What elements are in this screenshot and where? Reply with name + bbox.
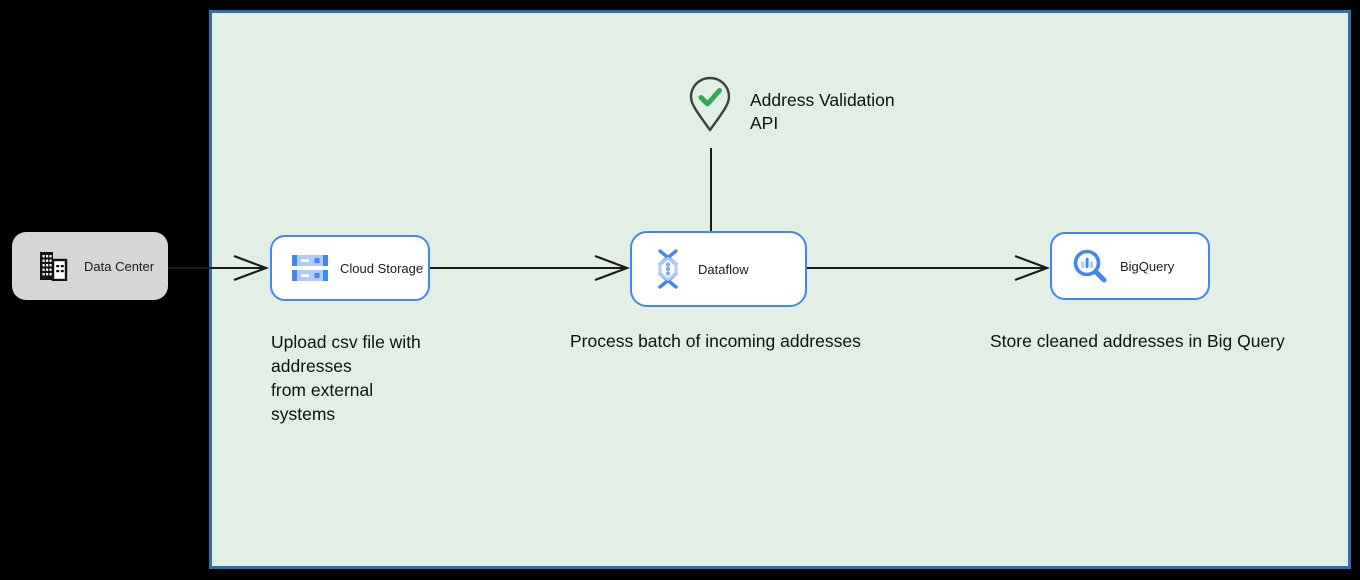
caption-dataflow: Process batch of incoming addresses: [570, 331, 861, 351]
node-dataflow[interactable]: Dataflow: [630, 231, 807, 307]
node-label-cloud-storage: Cloud Storage: [340, 260, 424, 276]
building-icon: [40, 252, 68, 281]
caption-cloud-storage: Upload csv file with addresses from exte…: [271, 332, 421, 424]
node-data-center[interactable]: Data Center: [12, 232, 168, 300]
api-marker-label: Address Validation API: [750, 90, 895, 133]
node-label-data-center: Data Center: [84, 258, 155, 274]
cloud-storage-icon: [292, 255, 328, 281]
caption-bigquery: Store cleaned addresses in Big Query: [990, 331, 1285, 351]
node-label-bigquery: BigQuery: [1120, 258, 1175, 274]
dataflow-icon: [658, 249, 678, 289]
node-label-dataflow: Dataflow: [698, 261, 749, 277]
bigquery-icon: [1073, 249, 1107, 283]
node-bigquery[interactable]: BigQuery: [1050, 232, 1210, 300]
node-cloud-storage[interactable]: Cloud Storage: [270, 235, 430, 301]
location-pin-check-icon: [689, 76, 731, 132]
